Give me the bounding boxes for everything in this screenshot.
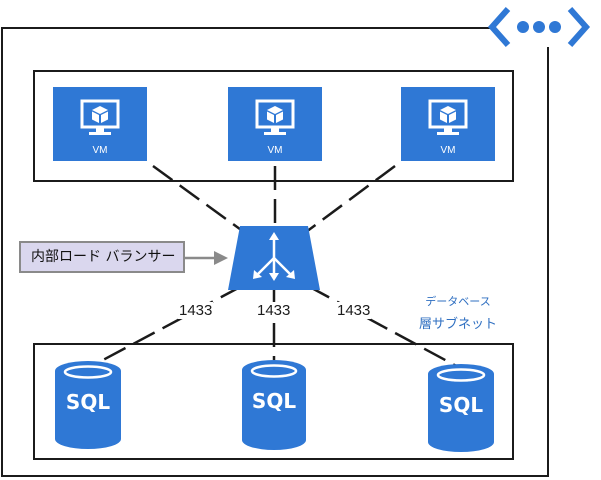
sql-database: SQL xyxy=(241,360,307,452)
port-label: 1433 xyxy=(336,302,372,319)
vm-label: VM xyxy=(267,145,283,156)
vm-tile: VM xyxy=(53,87,147,161)
subnet-label-line1: データベース xyxy=(425,295,491,308)
port-label: 1433 xyxy=(178,302,214,319)
sql-label: SQL xyxy=(438,393,484,417)
label-arrow xyxy=(185,251,228,265)
vm3-to-lb-line xyxy=(305,164,396,234)
sql-database: SQL xyxy=(427,364,495,454)
virtual-machine-icon xyxy=(255,99,295,135)
sql-database: SQL xyxy=(54,361,122,451)
load-balancer-icon xyxy=(228,226,320,290)
port-label: 1433 xyxy=(256,302,292,319)
vm-label: VM xyxy=(440,145,456,156)
virtual-machine-icon xyxy=(80,99,120,135)
virtual-network-boundary xyxy=(1,27,549,477)
sql-database-icon xyxy=(55,361,121,449)
lb-to-sql3-line xyxy=(307,284,461,370)
virtual-machine-icon xyxy=(428,99,468,135)
subnet-label-line2: 層サブネット xyxy=(418,317,497,332)
vm1-to-lb-line xyxy=(152,164,245,234)
sql-label: SQL xyxy=(251,389,297,413)
vm-tile: VM xyxy=(228,87,322,161)
load-balancer-label: 内部ロード バランサー xyxy=(19,241,185,273)
vm-subnet-box xyxy=(33,70,514,182)
virtual-network-icon xyxy=(487,7,591,47)
sql-label: SQL xyxy=(65,390,111,414)
sql-database-icon xyxy=(242,360,306,450)
vm-tile: VM xyxy=(401,87,495,161)
sql-database-icon xyxy=(428,364,494,452)
lb-to-sql1-line xyxy=(87,284,243,370)
vm-label: VM xyxy=(92,145,108,156)
